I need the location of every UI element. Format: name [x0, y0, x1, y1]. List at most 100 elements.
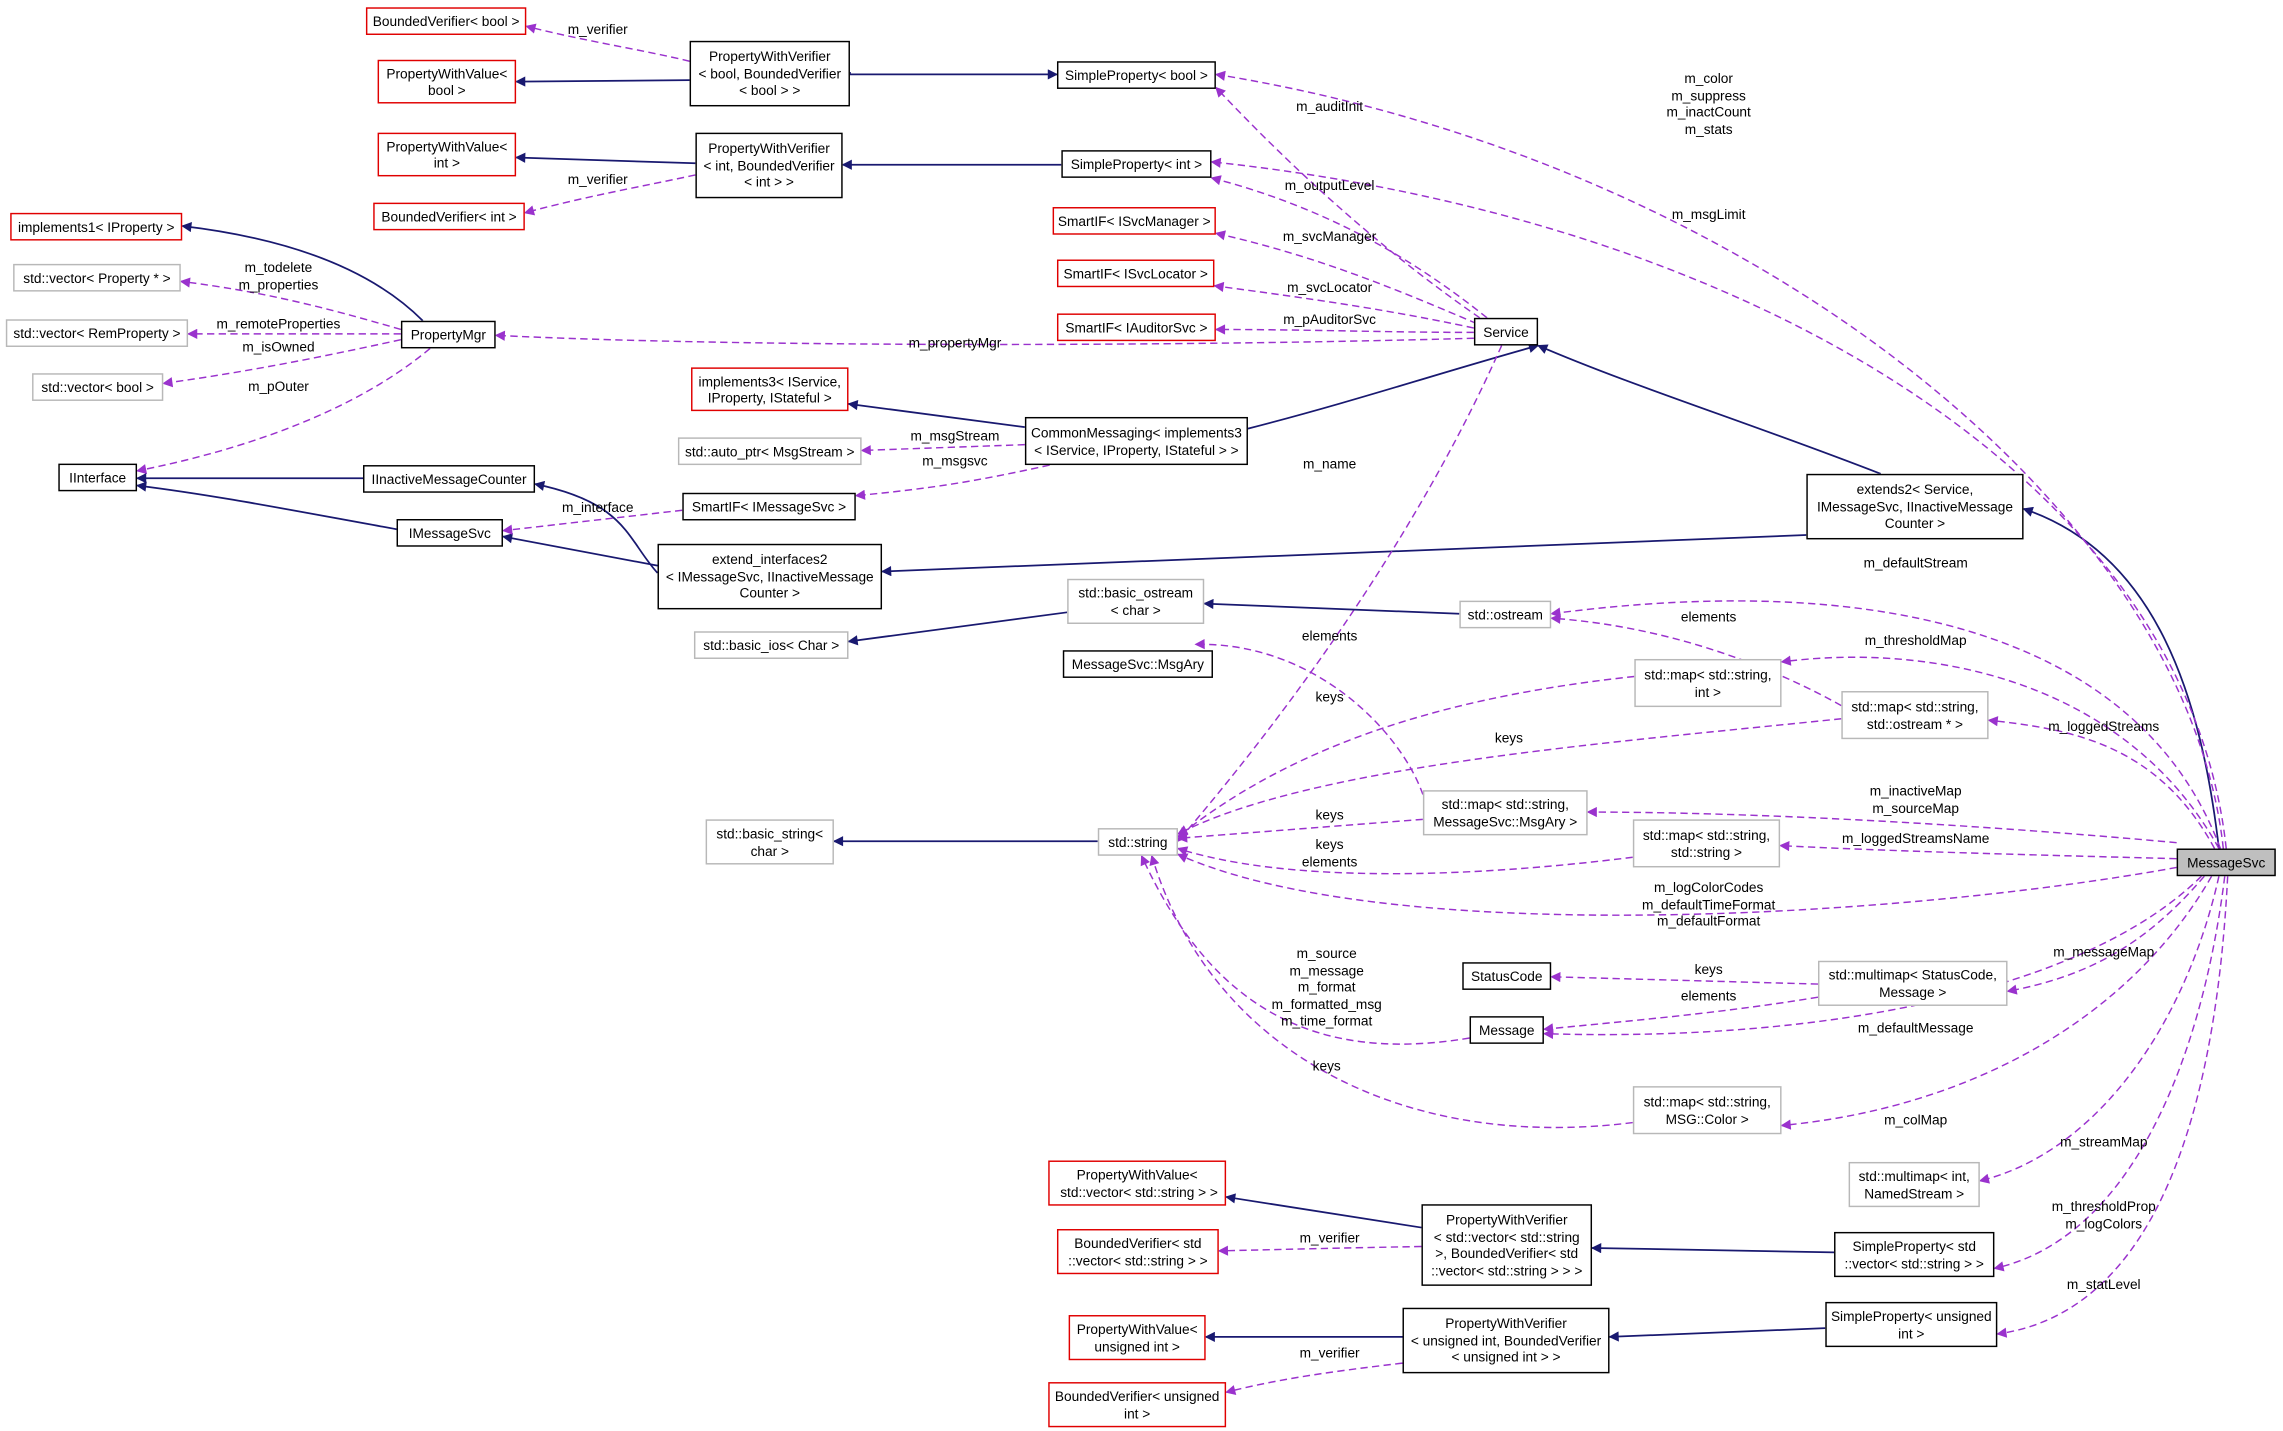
node-extends2[interactable]: extends2< Service, IMessageSvc, IInactiv…	[1806, 473, 2024, 540]
node-simple-property-uint[interactable]: SimpleProperty< unsigned int >	[1825, 1301, 1998, 1348]
edge-ostream-elements	[1550, 613, 1842, 707]
edge-extends2-to-service	[1537, 344, 1882, 475]
edge-common-to-service	[1247, 343, 1540, 430]
node-simple-property-int[interactable]: SimpleProperty< int >	[1061, 150, 1212, 178]
node-statuscode[interactable]: StatusCode	[1462, 962, 1552, 990]
node-smartif-imessagesvc[interactable]: SmartIF< IMessageSvc >	[682, 492, 856, 521]
node-property-with-verifier-vector[interactable]: PropertyWithVerifier < std::vector< std:…	[1421, 1204, 1593, 1286]
node-iinactive-message-counter[interactable]: IInactiveMessageCounter	[363, 465, 536, 493]
edge-iinterface-pouter	[136, 347, 431, 475]
edge-label-m-statlevel: m_statLevel	[2066, 1276, 2141, 1293]
edge-mapint-thresholdmap	[1780, 655, 2220, 849]
node-bounded-verifier-vector[interactable]: BoundedVerifier< std ::vector< std::stri…	[1056, 1229, 1219, 1275]
node-messagesvc-focus[interactable]: MessageSvc	[2176, 848, 2276, 877]
node-map-string-ostream[interactable]: std::map< std::string, std::ostream * >	[1841, 691, 1989, 740]
node-bounded-verifier-uint[interactable]: BoundedVerifier< unsigned int >	[1048, 1382, 1227, 1428]
node-smartif-iauditorsvc[interactable]: SmartIF< IAuditorSvc >	[1056, 313, 1216, 342]
edge-label-m-outputlevel: m_outputLevel	[1284, 176, 1375, 193]
edge-spuint-to-pwveruint	[1608, 1327, 1826, 1342]
node-property-with-verifier-bool[interactable]: PropertyWithVerifier < bool, BoundedVeri…	[689, 40, 850, 107]
edge-msgary-elements	[1194, 639, 1424, 795]
node-multimap-statuscode[interactable]: std::multimap< StatusCode, Message >	[1818, 960, 2008, 1006]
edge-vecprop-todelete	[179, 277, 402, 331]
node-smartif-isvcmanager[interactable]: SmartIF< ISvcManager >	[1052, 207, 1216, 235]
node-std-string[interactable]: std::string	[1097, 828, 1178, 856]
edge-label-m-verifier: m_verifier	[567, 20, 628, 37]
edge-label-m-remoteproperties: m_remoteProperties	[216, 315, 341, 332]
node-auto-ptr-msgstream[interactable]: std::auto_ptr< MsgStream >	[677, 437, 862, 466]
edge-pwverbool-to-pwvbool	[515, 76, 690, 87]
edge-label-m-color-group: m_color m_suppress m_inactCount m_stats	[1666, 69, 1751, 137]
edge-label-m-auditinit: m_auditInit	[1296, 98, 1364, 115]
node-property-with-value-bool[interactable]: PropertyWithValue< bool >	[377, 59, 517, 104]
edge-extif2-to-iinactive	[534, 480, 659, 574]
edge-label-m-logcolorcodes: m_logColorCodes m_defaultTimeFormat m_de…	[1642, 878, 1776, 929]
node-implements1[interactable]: implements1< IProperty >	[10, 212, 183, 241]
node-multimap-int[interactable]: std::multimap< int, NamedStream >	[1848, 1161, 1980, 1208]
node-smartif-isvclocator[interactable]: SmartIF< ISvcLocator >	[1056, 259, 1215, 288]
node-basic-string[interactable]: std::basic_string< char >	[705, 819, 834, 865]
node-message[interactable]: Message	[1469, 1016, 1544, 1044]
edge-label-m-inactivemap: m_inactiveMap m_sourceMap	[1869, 782, 1962, 815]
edge-common-to-implements3	[847, 399, 1026, 429]
edge-propmgr	[494, 330, 1474, 346]
node-basic-ios[interactable]: std::basic_ios< Char >	[693, 631, 849, 659]
edge-spint-msglimit	[1210, 157, 2227, 849]
node-property-with-value-uint[interactable]: PropertyWithValue< unsigned int >	[1068, 1315, 1206, 1361]
node-property-with-verifier-uint[interactable]: PropertyWithVerifier < unsigned int, Bou…	[1402, 1307, 1610, 1374]
node-property-with-verifier-int[interactable]: PropertyWithVerifier < int, BoundedVerif…	[695, 132, 843, 199]
edge-svcmgr	[1214, 230, 1478, 325]
edge-ostream-defaultstream	[1550, 600, 2222, 849]
node-simple-property-bool[interactable]: SimpleProperty< bool >	[1056, 61, 1216, 89]
node-map-string-string[interactable]: std::map< std::string, std::string >	[1632, 819, 1781, 868]
node-map-string-msgary[interactable]: std::map< std::string, MessageSvc::MsgAr…	[1422, 790, 1588, 836]
edge-extif2-to-imsgsvc	[501, 533, 658, 567]
node-bounded-verifier-bool[interactable]: BoundedVerifier< bool >	[365, 7, 527, 35]
edge-mapcolor-colmap	[1780, 875, 2213, 1130]
edge-multimapsc-messagemap	[2006, 875, 2205, 995]
edge-label-elements: elements	[1680, 987, 1737, 1004]
edge-string-keys-msgary	[1176, 818, 1423, 843]
node-basic-ostream[interactable]: std::basic_ostream < char >	[1067, 578, 1205, 624]
edge-label-m-pouter: m_pOuter	[248, 377, 309, 394]
edge-label-m-verifier: m_verifier	[567, 170, 628, 187]
edge-sifmsgsvc-msgsvc	[854, 464, 1050, 500]
edge-label-m-interface: m_interface	[562, 498, 634, 516]
node-ostream[interactable]: std::ostream	[1459, 600, 1552, 629]
edge-ostream-to-basicostream	[1203, 598, 1460, 615]
edge-label-m-propertymgr: m_propertyMgr	[908, 334, 1002, 351]
node-simple-property-vector[interactable]: SimpleProperty< std ::vector< std::strin…	[1834, 1231, 1995, 1278]
edge-message-elements	[1542, 996, 1819, 1034]
edge-string-message-fields	[1140, 854, 1470, 1045]
edge-spvec-thresholdprop	[1993, 876, 2226, 1272]
node-property-with-value-int[interactable]: PropertyWithValue< int >	[377, 132, 517, 177]
node-map-string-color[interactable]: std::map< std::string, MSG::Color >	[1632, 1086, 1782, 1135]
node-property-mgr[interactable]: PropertyMgr	[400, 320, 496, 349]
node-imessagesvc[interactable]: IMessageSvc	[396, 519, 503, 547]
node-common-messaging[interactable]: CommonMessaging< implements3 < IService,…	[1024, 416, 1248, 466]
node-vector-property[interactable]: std::vector< Property * >	[13, 263, 181, 292]
node-extend-interfaces2[interactable]: extend_interfaces2 < IMessageSvc, IInact…	[657, 543, 883, 610]
node-iinterface[interactable]: IInterface	[58, 463, 138, 492]
edge-label-m-svclocator: m_svcLocator	[1287, 278, 1373, 295]
node-messagesvc-msgary[interactable]: MessageSvc::MsgAry	[1062, 650, 1213, 678]
node-implements3[interactable]: implements3< IService, IProperty, IState…	[691, 367, 849, 412]
edge-pwverint-to-pwvint	[515, 152, 696, 165]
edge-spvec-to-pwvervec	[1591, 1243, 1835, 1254]
edge-propmgr-to-implements1	[181, 221, 424, 322]
edge-label-m-svcmanager: m_svcManager	[1282, 227, 1377, 244]
edge-string-logcolorcodes	[1177, 853, 2177, 916]
edge-bvuint-verifier	[1225, 1362, 1403, 1395]
edge-spbool-color	[1214, 70, 2225, 849]
node-service[interactable]: Service	[1473, 317, 1539, 346]
edge-label-m-loggedstreamsname: m_loggedStreamsName	[1841, 829, 1990, 846]
node-vector-bool[interactable]: std::vector< bool >	[32, 373, 164, 401]
node-property-with-value-vector[interactable]: PropertyWithValue< std::vector< std::str…	[1048, 1160, 1227, 1206]
edge-string-name	[1177, 345, 1503, 842]
node-bounded-verifier-int[interactable]: BoundedVerifier< int >	[373, 202, 525, 231]
node-map-string-int[interactable]: std::map< std::string, int >	[1634, 658, 1782, 708]
node-vector-remproperty[interactable]: std::vector< RemProperty >	[5, 319, 189, 347]
edge-mapostream-loggedstreams	[1987, 716, 2216, 849]
edge-imsgsvc-interface	[501, 509, 683, 535]
